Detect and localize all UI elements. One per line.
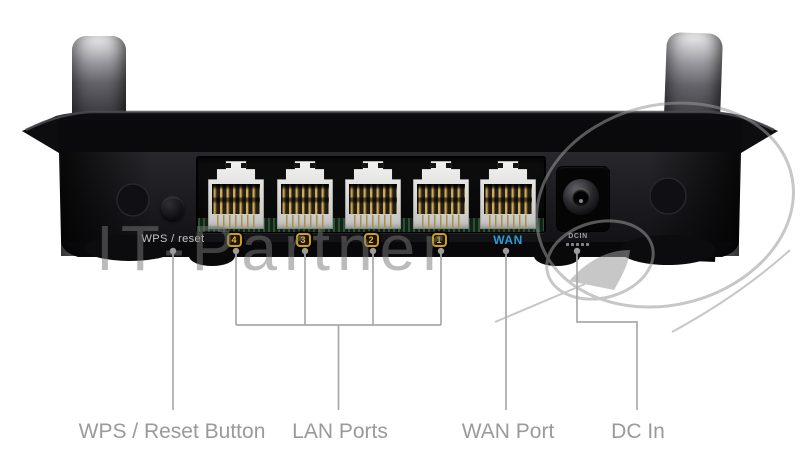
jack-notch xyxy=(431,163,436,168)
swoosh-tail-left xyxy=(494,283,586,323)
wps-reset-button xyxy=(161,197,184,220)
lan-port-label-4: 4 xyxy=(226,233,242,247)
jack-legs xyxy=(420,214,462,229)
jack-notch xyxy=(241,163,246,168)
swoosh-comet xyxy=(569,250,630,290)
jack-legs xyxy=(215,214,257,229)
jack-notch xyxy=(310,163,315,168)
dc-spec-marks xyxy=(566,243,590,246)
callout-label-wan: WAN Port xyxy=(461,420,555,443)
jack-legs xyxy=(352,214,394,229)
wps-reset-panel-label: WPS / reset xyxy=(141,233,205,245)
dc-jack-socket xyxy=(572,188,590,206)
jack-notch xyxy=(513,163,518,168)
jack-slot xyxy=(417,184,465,215)
swoosh-inner-orbit xyxy=(545,219,655,301)
watermark-text: IT-Partner xyxy=(96,212,451,284)
lan-port-jack-3 xyxy=(277,161,333,229)
jack-legs xyxy=(284,214,326,229)
callout-line-lan xyxy=(235,251,442,410)
callout-label-dc: DC In xyxy=(611,420,665,443)
swoosh-tail-right xyxy=(671,249,791,333)
callout-label-wps: WPS / Reset Button xyxy=(78,420,266,443)
callout-label-lan: LAN Ports xyxy=(292,420,388,443)
jack-legs xyxy=(487,214,529,229)
jack-notch xyxy=(498,163,503,168)
left-corner-foot xyxy=(84,235,176,261)
jack-slot xyxy=(281,184,329,215)
jack-slot xyxy=(484,184,532,215)
foot xyxy=(189,246,235,266)
jack-slot xyxy=(212,184,260,215)
lan-port-label-1: 1 xyxy=(431,233,447,247)
jack-notch xyxy=(446,163,451,168)
right-corner-foot xyxy=(620,235,716,265)
dc-jack-pin xyxy=(579,199,583,203)
jack-notch xyxy=(363,163,368,168)
lan-port-label-2: 2 xyxy=(363,233,379,247)
callout-line-dc xyxy=(576,251,638,410)
lan-port-jack-2 xyxy=(345,161,401,229)
callout-dots xyxy=(169,247,581,255)
right-antenna-hinge xyxy=(649,177,687,215)
left-antenna-hinge xyxy=(116,183,150,217)
jack-notch xyxy=(226,163,231,168)
lan-port-jack-4 xyxy=(208,161,264,229)
jack-slot xyxy=(349,184,397,215)
swoosh-outer-orbit xyxy=(535,101,795,309)
wan-port-jack xyxy=(480,161,536,229)
wan-port-label: WAN xyxy=(493,233,523,247)
lan-port-jack-1 xyxy=(413,161,469,229)
dc-in-panel-label: DCIN xyxy=(568,233,588,240)
jack-notch xyxy=(378,163,383,168)
lan-port-label-3: 3 xyxy=(295,233,311,247)
jack-notch xyxy=(295,163,300,168)
